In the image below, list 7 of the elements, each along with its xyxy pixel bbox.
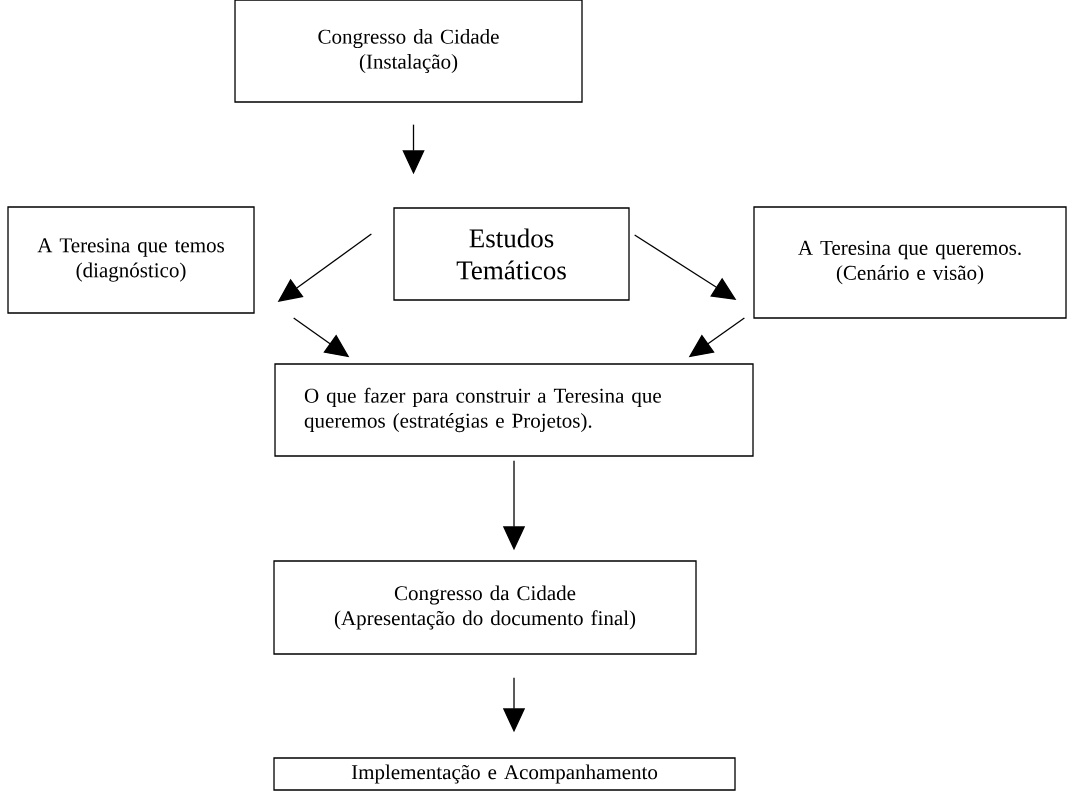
process-box: Implementação e Acompanhamento bbox=[273, 757, 736, 791]
process-box: A Teresina que queremos. (Cenário e visão) bbox=[753, 206, 1067, 319]
process-box: Estudos Temáticos bbox=[393, 207, 630, 301]
process-box: Congresso da Cidade (Apresentação do documento final) bbox=[273, 560, 697, 655]
process-box: Congresso da Cidade (Instalação) bbox=[234, 0, 583, 103]
process-box: A Teresina que temos (diagnóstico) bbox=[7, 206, 255, 314]
process-box: O que fazer para construir a Teresina que queremos (estratégias e Projetos). bbox=[274, 363, 754, 457]
